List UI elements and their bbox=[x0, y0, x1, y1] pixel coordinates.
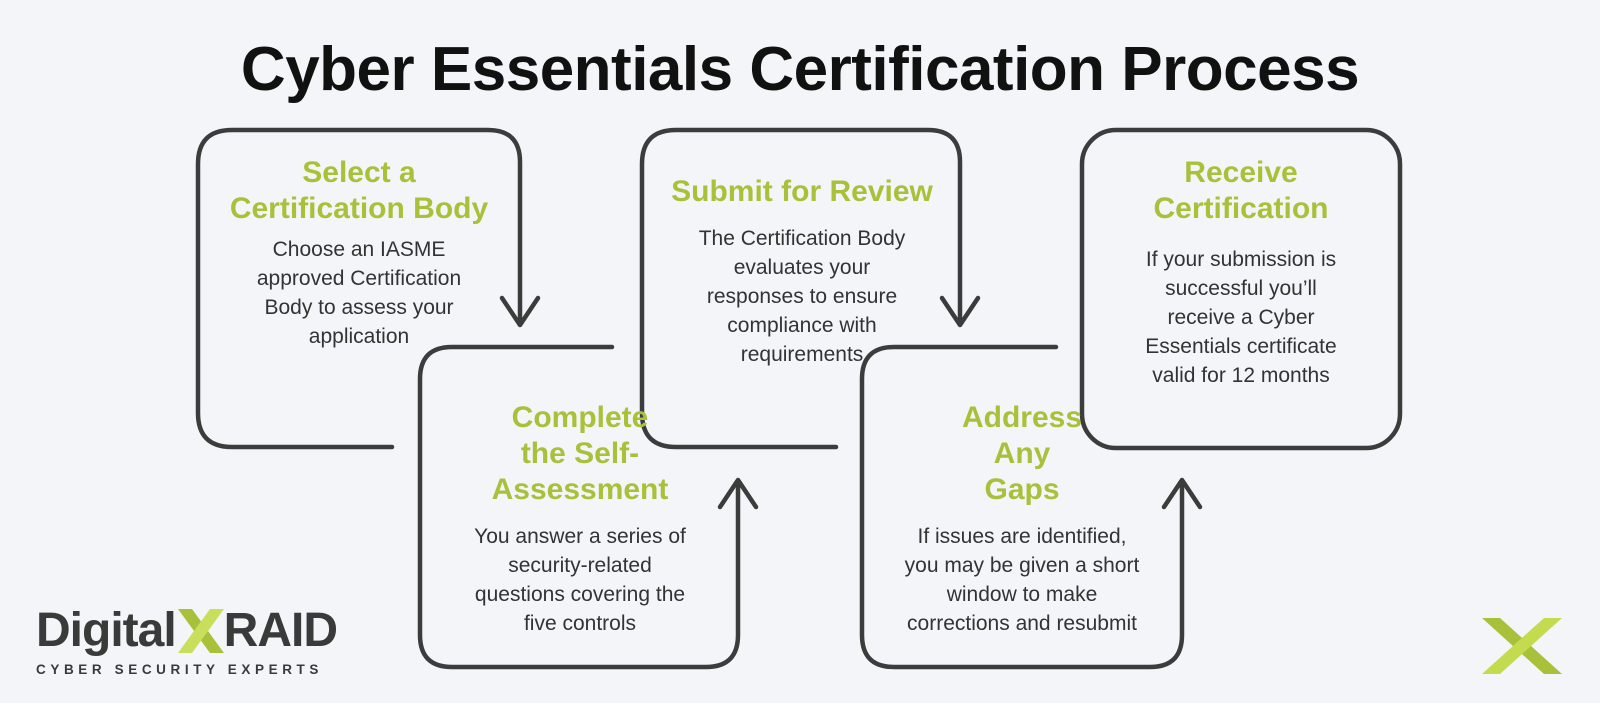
step-3-description: The Certification Body evaluates your re… bbox=[698, 227, 906, 366]
digitalxraid-logo: Digital RAID CYBER SECURITY EXPERTS bbox=[36, 604, 338, 678]
logo-x-icon bbox=[177, 609, 224, 653]
step-2-title: Complete the Self- Assessment bbox=[491, 401, 669, 506]
step-4-title: Address Any Gaps bbox=[961, 401, 1083, 506]
step-2-frame bbox=[417, 344, 741, 670]
step-1-arrowhead bbox=[499, 295, 541, 328]
step-2-complete-self-assessment: Complete the Self- Assessment You answer… bbox=[440, 400, 720, 638]
brand-x-icon bbox=[1482, 618, 1562, 674]
step-5-frame bbox=[1079, 127, 1403, 451]
step-5-title: Receive Certification bbox=[1153, 156, 1329, 225]
logo-tagline: CYBER SECURITY EXPERTS bbox=[36, 662, 323, 677]
step-4-arrowhead bbox=[1161, 477, 1203, 510]
step-4-address-any-gaps: Address Any Gaps If issues are identifie… bbox=[872, 400, 1172, 638]
page-title: Cyber Essentials Certification Process bbox=[240, 35, 1360, 104]
step-1-description: Choose an IASME approved Certification B… bbox=[256, 238, 462, 348]
step-1-title: Select a Certification Body bbox=[229, 156, 489, 225]
step-5-description: If your submission is successful you’ll … bbox=[1145, 248, 1337, 387]
logo-word-right: RAID bbox=[223, 604, 338, 657]
logo-wordmark: Digital RAID bbox=[36, 604, 338, 657]
step-1-select-certification-body: Select a Certification Body Choose an IA… bbox=[203, 155, 515, 351]
step-1-frame bbox=[195, 127, 523, 450]
step-5-receive-certification: Receive Certification If your submission… bbox=[1090, 155, 1392, 390]
step-3-submit-for-review: Submit for Review The Certification Body… bbox=[648, 174, 956, 369]
step-4-frame bbox=[859, 344, 1185, 670]
step-2-arrowhead bbox=[717, 477, 759, 510]
step-3-title: Submit for Review bbox=[671, 175, 933, 208]
step-2-description: You answer a series of security-related … bbox=[474, 525, 686, 635]
step-3-arrowhead bbox=[939, 295, 981, 328]
step-3-frame bbox=[639, 127, 963, 450]
step-4-description: If issues are identified, you may be giv… bbox=[904, 525, 1140, 635]
logo-word-left: Digital bbox=[36, 604, 177, 657]
